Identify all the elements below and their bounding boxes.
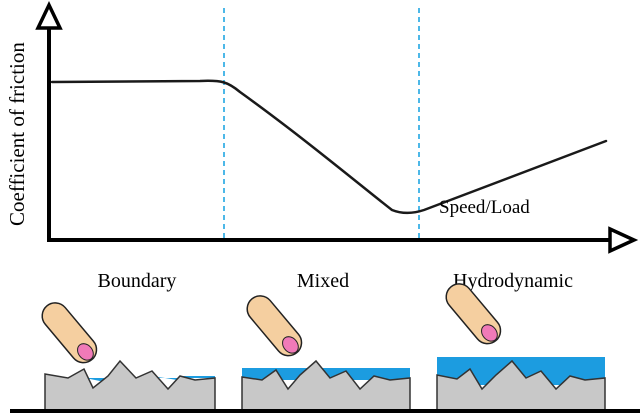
finger-boundary-icon [41, 302, 98, 364]
x-axis-label: Speed/Load [439, 197, 530, 218]
mixed-illustration [241, 295, 411, 411]
boundary-illustration [41, 302, 216, 411]
regime-label-hydrodynamic: Hydrodynamic [453, 270, 573, 292]
axes [35, 0, 639, 254]
rough-surface-hydrodynamic-icon [436, 359, 606, 411]
y-axis-label: Coefficient of friction [5, 42, 29, 226]
hydrodynamic-illustration [436, 283, 606, 411]
regime-label-boundary: Boundary [98, 270, 177, 292]
rough-surface-mixed-icon [241, 359, 411, 411]
y-axis-arrow-icon [35, 0, 63, 30]
finger-hydrodynamic-icon [445, 283, 502, 345]
finger-mixed-icon [246, 295, 303, 357]
friction-curve [50, 79, 608, 215]
rough-surface-boundary-icon [44, 359, 216, 411]
regime-label-mixed: Mixed [297, 270, 349, 292]
x-axis-arrow-icon [608, 226, 639, 254]
